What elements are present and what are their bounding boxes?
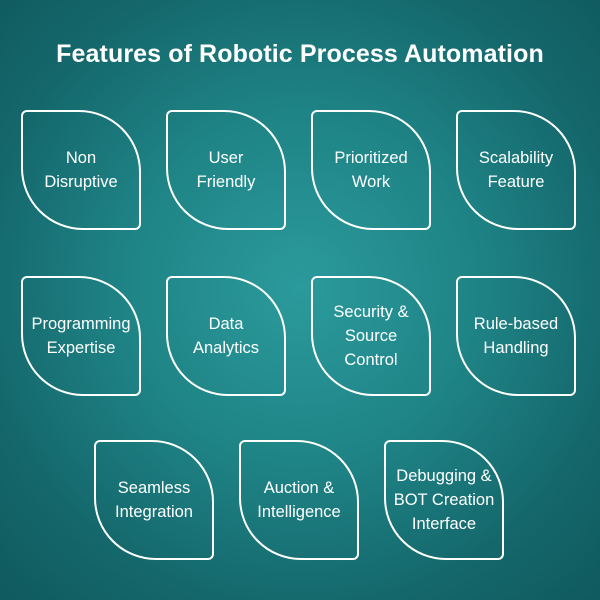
feature-label: Scalability Feature [478, 149, 554, 191]
feature-label: Security & Source Control [333, 303, 409, 369]
feature-card-seamless-integration: Seamless Integration [94, 440, 214, 560]
feature-card-programming-expertise: Programming Expertise [21, 276, 141, 396]
feature-label: Debugging & BOT Creation Interface [393, 467, 495, 533]
feature-label: Rule-based Handling [473, 315, 559, 357]
feature-card-auction-intelligence: Auction & Intelligence [239, 440, 359, 560]
diagram-title: Features of Robotic Process Automation [56, 40, 544, 68]
feature-card-user-friendly: User Friendly [166, 110, 286, 230]
feature-label: Programming Expertise [31, 315, 131, 357]
feature-card-non-disruptive: Non Disruptive [21, 110, 141, 230]
feature-label: Seamless Integration [115, 479, 193, 521]
feature-card-security-source-control: Security & Source Control [311, 276, 431, 396]
feature-card-rule-based-handling: Rule-based Handling [456, 276, 576, 396]
feature-card-scalability-feature: Scalability Feature [456, 110, 576, 230]
feature-label: Non Disruptive [44, 149, 118, 191]
feature-card-debugging-bot-creation: Debugging & BOT Creation Interface [384, 440, 504, 560]
feature-label: Auction & Intelligence [257, 479, 341, 521]
feature-card-data-analytics: Data Analytics [166, 276, 286, 396]
feature-label: Prioritized Work [334, 149, 408, 191]
feature-label: User Friendly [196, 149, 256, 191]
feature-label: Data Analytics [192, 315, 260, 357]
feature-card-prioritized-work: Prioritized Work [311, 110, 431, 230]
